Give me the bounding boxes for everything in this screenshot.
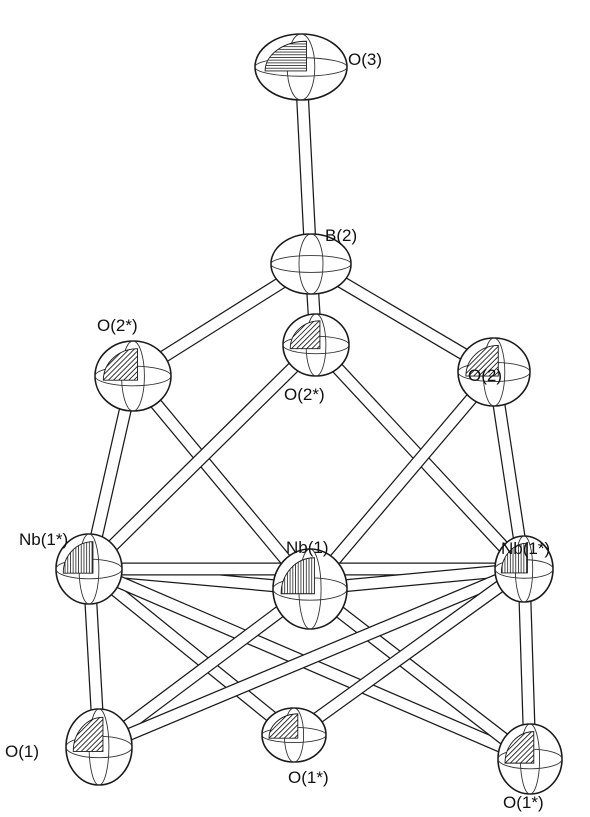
atom-label-o1s-center: O(1*) [288,768,329,787]
labels-layer: O(3) B(2) O(2*) O(2*) O(2) Nb(1*) Nb(1) … [5,50,550,812]
atom-o1 [65,708,133,786]
atoms-layer [55,33,563,795]
bond-nb1s-left-o1s-center [84,563,299,741]
atom-o2 [457,337,531,407]
atom-nb1s-right [494,535,554,603]
bond-nb1s-right-o1s-center [290,563,528,741]
atom-label-o1s-right: O(1*) [503,793,544,812]
atom-label-b2: B(2) [325,226,357,245]
atom-label-nb1s-left: Nb(1*) [19,530,68,549]
atom-b2 [270,233,352,295]
atom-label-nb1s-right: Nb(1*) [501,539,550,558]
bonds-layer [82,66,537,765]
atom-label-o1: O(1) [5,742,39,761]
atom-nb1s-left [55,533,123,605]
bond-nb1-o1s-right [306,583,534,765]
atom-o2s-center [282,313,350,377]
atom-o3 [254,33,348,101]
atom-o1s-right [497,723,563,795]
atom-label-o2: O(2) [468,366,502,385]
atom-nb1 [272,548,348,630]
atom-o2s-left [94,340,172,412]
bond-o2-nb1 [305,367,499,594]
atom-label-o2s-left: O(2*) [97,316,138,335]
bond-o2s-left-nb1 [128,371,315,594]
atom-label-o3: O(3) [348,50,382,69]
atom-label-o2s-center: O(2*) [284,385,325,404]
bond-nb1s-right-o1 [96,563,527,753]
atom-label-nb1: Nb(1) [286,538,329,557]
bond-o2s-center-nb1s-left [84,340,321,574]
bond-nb1-o1 [95,583,314,753]
atom-o1s-center [261,707,327,763]
